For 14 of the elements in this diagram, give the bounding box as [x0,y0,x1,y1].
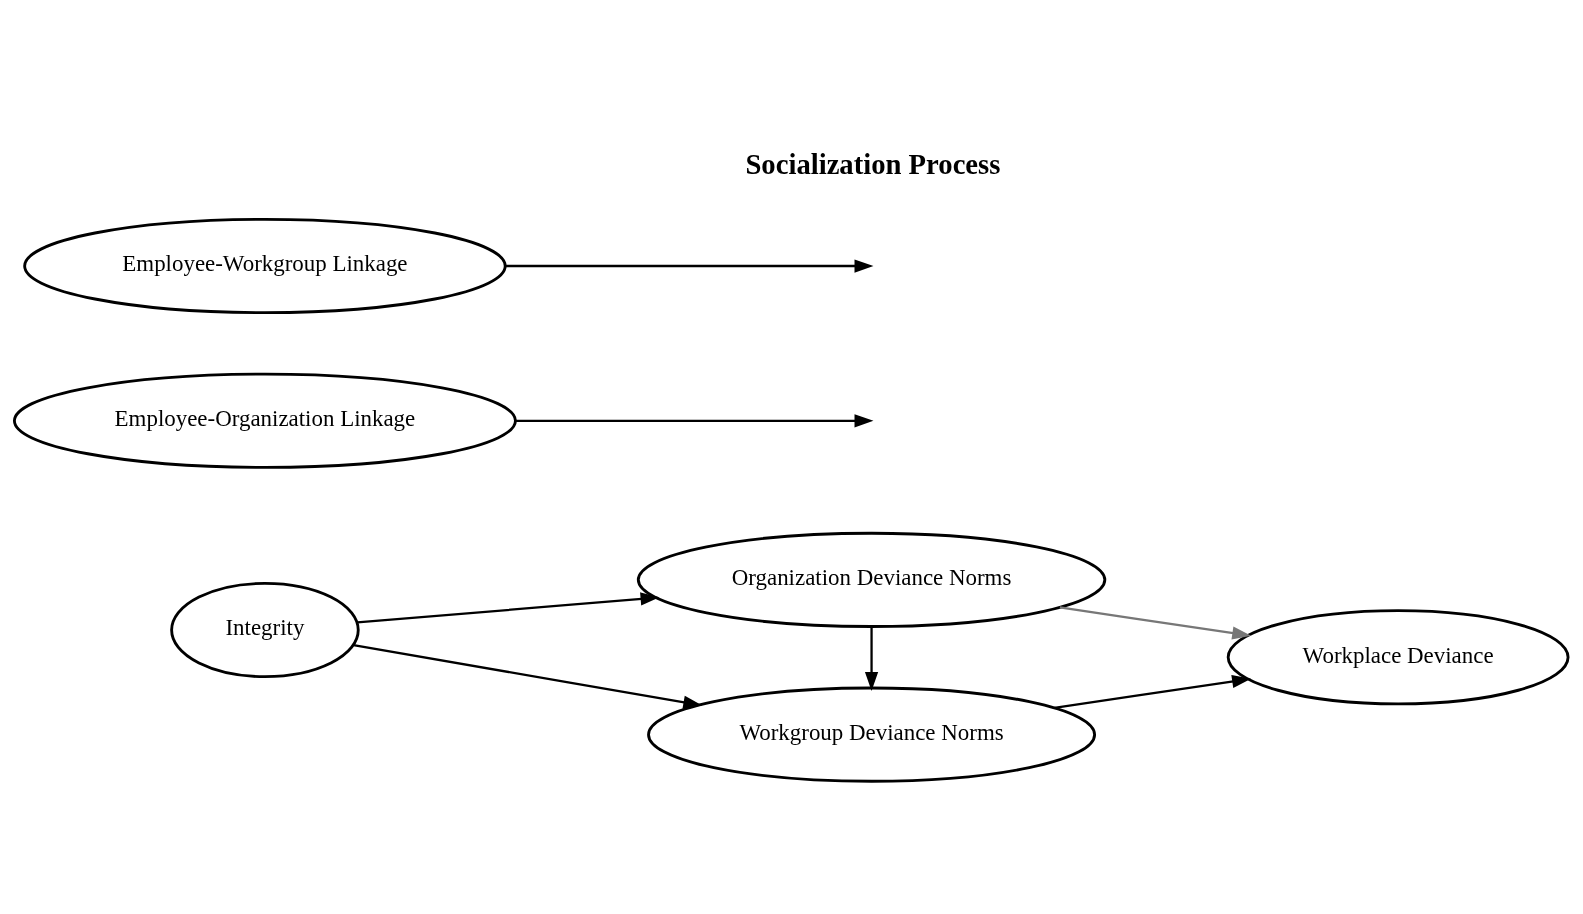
node-ellipse: Workplace Deviance [1226,609,1570,706]
label: Socialization Process [745,148,1001,181]
arrow [357,592,660,624]
node-ellipse: Organization Deviance Norms [636,531,1107,628]
node-ellipse: Employee-Organization Linkage [12,372,517,469]
arrow [1059,606,1252,640]
arrow [1054,675,1252,709]
node-ellipse: Integrity [170,581,360,679]
arrow [353,644,703,709]
node-ellipse: Workgroup Deviance Norms [647,686,1097,783]
arrow [505,259,874,273]
node-ellipse: Employee-Workgroup Linkage [23,217,507,315]
arrow [864,626,879,691]
arrow [515,414,874,428]
